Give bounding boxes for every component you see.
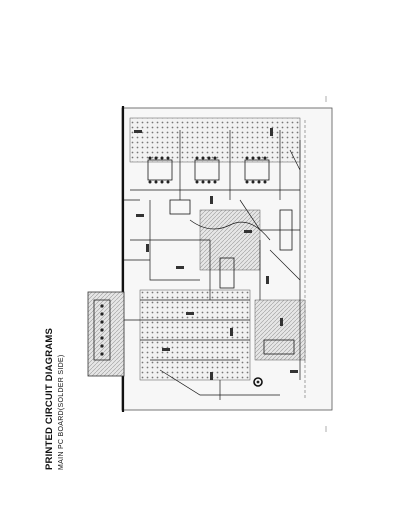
connector-tab: [87, 291, 125, 377]
components: [134, 128, 298, 380]
page-subtitle: MAIN PC BOARD(SOLDER SIDE): [58, 354, 65, 470]
traces: [124, 130, 301, 400]
page-title: PRINTED CIRCUIT DIAGRAMS: [44, 327, 55, 470]
pads: [148, 156, 267, 387]
